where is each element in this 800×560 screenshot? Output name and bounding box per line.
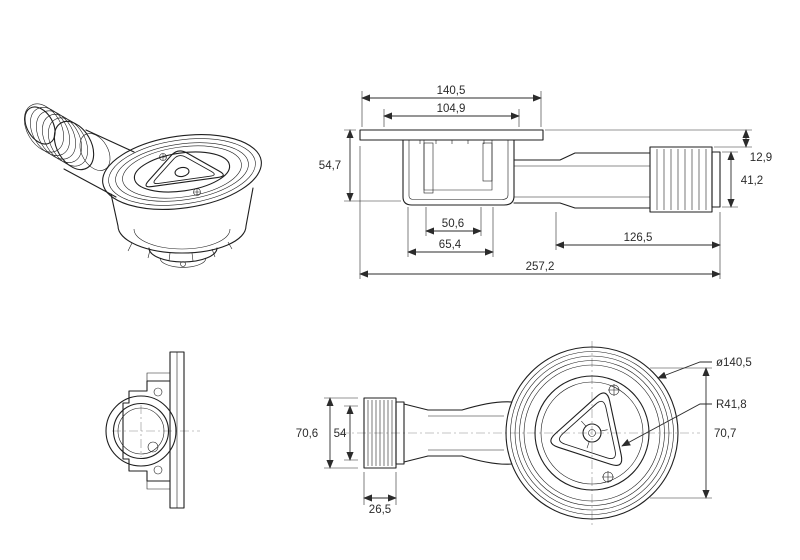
dim-label-trap-base-width: 65,4 [439, 239, 462, 251]
dim-label-width-top: 140,5 [437, 85, 466, 97]
dim-label-flange-dia: ø140,5 [716, 357, 752, 369]
iso-union-nut [24, 103, 135, 198]
dim-flange-dia: ø140,5 [657, 357, 752, 379]
dim-offset-right: 12,9 [545, 129, 772, 164]
dim-label-total-length: 257,2 [526, 261, 555, 273]
section-outlet-pipe [513, 152, 651, 209]
dim-label-width-inner: 104,9 [437, 103, 466, 115]
dim-trap-inner-width: 50,6 [425, 207, 482, 236]
front-bolt-bottom [153, 465, 163, 475]
dim-outlet-dia: 41,2 [722, 151, 763, 208]
isometric-view [24, 103, 262, 268]
plan-union-nut [363, 397, 405, 469]
dim-label-pipe-od: 54 [334, 428, 347, 440]
section-trap-body [402, 139, 515, 206]
dim-pipe-od: 54 [334, 405, 358, 461]
dim-width-top: 140,5 [361, 85, 542, 127]
plan-cap [550, 384, 623, 483]
dim-nut-length: 26,5 [363, 472, 397, 516]
dim-label-cap-radius: R41,8 [716, 399, 747, 411]
iso-trap-bowl [110, 187, 254, 268]
section-outlet-nut [649, 146, 721, 213]
dim-cap-radius: R41,8 [621, 399, 747, 447]
plan-pipe [403, 401, 513, 465]
dim-label-height-left: 54,7 [319, 160, 341, 172]
dim-total-length: 257,2 [359, 146, 721, 279]
iso-cap [145, 150, 224, 196]
plan-view: 70,6 54 26,5 70,7 ø140,5 R41,8 [296, 341, 752, 527]
dim-label-outlet-length: 126,5 [624, 232, 653, 244]
dim-height-left: 54,7 [319, 129, 401, 202]
dim-label-offset-right: 12,9 [750, 152, 772, 164]
dim-nut-od: 70,6 [296, 397, 358, 469]
front-bolt-top [153, 387, 163, 397]
dim-width-inner: 104,9 [383, 103, 520, 127]
dim-label-trap-inner-width: 50,6 [442, 218, 464, 230]
dim-outlet-length: 126,5 [555, 212, 721, 279]
section-seal-left [423, 142, 434, 194]
dim-label-half-width: 70,7 [714, 428, 736, 440]
dim-label-nut-length: 26,5 [369, 504, 391, 516]
section-flange [359, 129, 544, 141]
plan-flange-rings [505, 346, 679, 520]
section-seal-right [482, 142, 493, 182]
dim-trap-base-width: 65,4 [407, 207, 494, 257]
front-view [105, 351, 200, 509]
dim-label-nut-od: 70,6 [296, 428, 318, 440]
dim-label-outlet-dia: 41,2 [741, 175, 763, 187]
iso-flange-rings [102, 134, 262, 210]
dim-half-width: 70,7 [650, 367, 736, 499]
front-body-profile [122, 380, 171, 482]
section-view: 140,5 104,9 54,7 12,9 41,2 50,6 [319, 85, 772, 279]
